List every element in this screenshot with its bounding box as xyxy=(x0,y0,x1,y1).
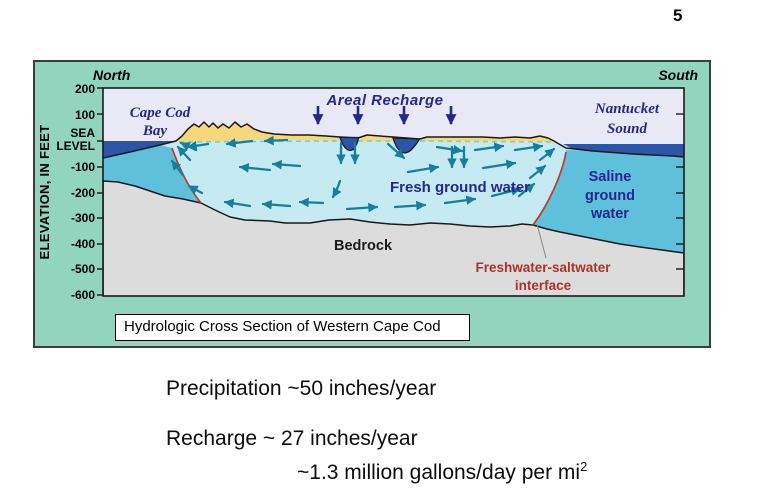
tick-n300: -300 xyxy=(71,211,95,225)
tick-n600: -600 xyxy=(71,288,95,302)
cross-section-diagram: 200 100 SEA LEVEL -100 -200 -300 -400 -5… xyxy=(37,67,698,302)
bedrock-region xyxy=(103,180,684,296)
fresh-ground-water-label: Fresh ground water xyxy=(390,179,530,196)
north-label: North xyxy=(93,67,130,83)
saline-groundwater-right-region xyxy=(533,150,684,253)
saline-label-line3: water xyxy=(590,206,629,222)
south-label: South xyxy=(658,67,698,83)
cape-cod-bay-label-line1: Cape Cod xyxy=(130,105,191,121)
saline-label-line2: ground xyxy=(585,188,635,204)
tick-100: 100 xyxy=(75,108,95,122)
diagram-caption: Hydrologic Cross Section of Western Cape… xyxy=(115,314,470,341)
areal-recharge-label: Areal Recharge xyxy=(325,92,443,109)
flow-arrows xyxy=(170,135,556,213)
elevation-axis-ticks xyxy=(97,87,103,296)
bedrock-label: Bedrock xyxy=(334,238,393,254)
tick-n200: -200 xyxy=(71,186,95,200)
right-axis-ticks xyxy=(676,113,684,270)
nantucket-sound-label-line1: Nantucket xyxy=(594,101,660,117)
plot-border xyxy=(102,87,685,297)
recharge-rate-superscript: 2 xyxy=(580,459,588,474)
interface-label-line1: Freshwater-saltwater xyxy=(475,260,611,275)
tick-level: LEVEL xyxy=(56,139,95,153)
water-table-line xyxy=(178,140,554,143)
cape-cod-bay-label-line2: Bay xyxy=(142,123,168,139)
interface-line-right xyxy=(532,151,567,226)
page-number: 5 xyxy=(673,6,683,25)
cross-section-panel: 200 100 SEA LEVEL -100 -200 -300 -400 -5… xyxy=(33,60,711,348)
nantucket-sound-water xyxy=(563,144,684,157)
interface-pointer-line xyxy=(536,223,547,259)
tick-n500: -500 xyxy=(71,262,95,276)
tick-sea: SEA xyxy=(70,126,95,140)
precipitation-note: Precipitation ~50 inches/year xyxy=(166,377,437,400)
land-surface-outline xyxy=(103,121,684,159)
interface-line-left xyxy=(171,147,202,204)
interface-label-line2: interface xyxy=(515,278,572,293)
saline-groundwater-left-region xyxy=(103,145,201,203)
areal-recharge-arrows xyxy=(312,106,457,126)
recharge-note: Recharge ~ 27 inches/year xyxy=(166,427,418,450)
recharge-rate-text: ~1.3 million gallons/day per mi xyxy=(297,461,581,484)
nantucket-sound-label-line2: Sound xyxy=(607,121,648,137)
elevation-axis-title: ELEVATION, IN FEET xyxy=(37,125,52,260)
saline-label-line1: Saline xyxy=(589,169,632,185)
tick-n400: -400 xyxy=(71,237,95,251)
recharge-rate-note: ~1.3 million gallons/day per mi2 xyxy=(297,459,587,485)
tick-200: 200 xyxy=(75,82,95,96)
tick-n100: -100 xyxy=(71,160,95,174)
